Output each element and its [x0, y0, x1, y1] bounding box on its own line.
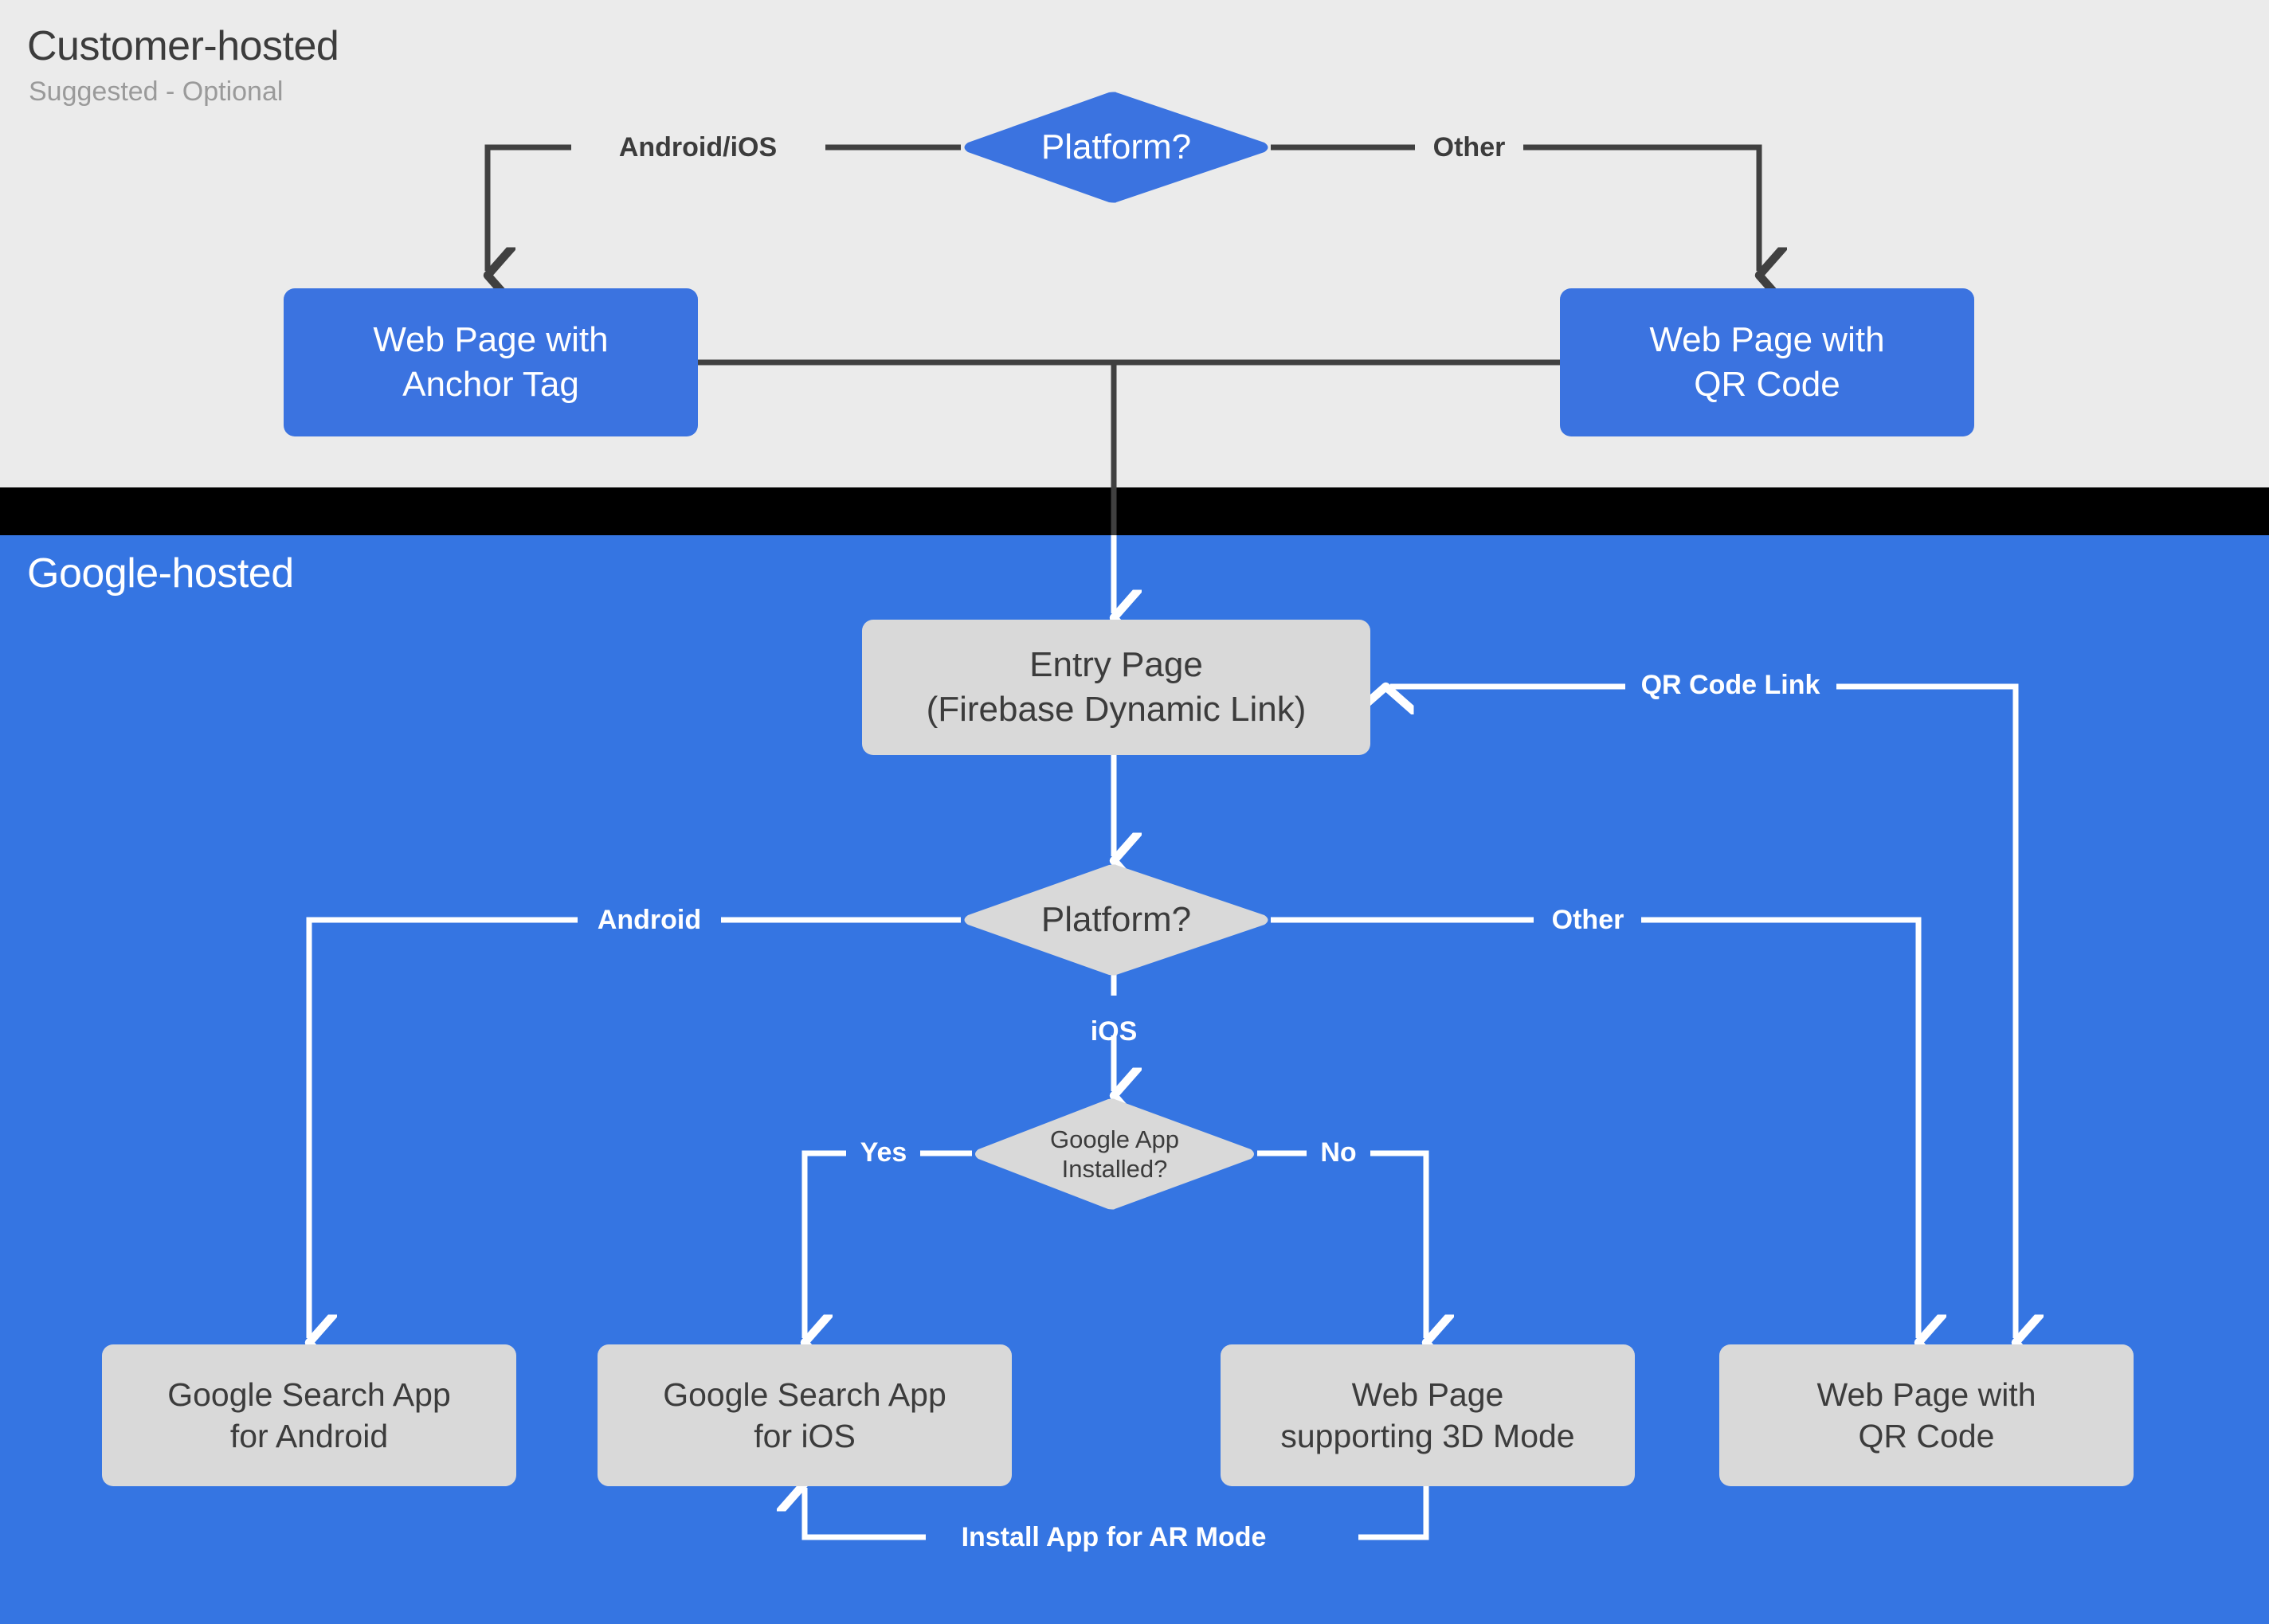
edge-installed-yes-left — [805, 1150, 846, 1338]
edge-label-other-top: Other — [1432, 132, 1506, 162]
node-google-search-app-ios[interactable]: Google Search App for iOS — [598, 1344, 1012, 1486]
edge-label-install-ar-mode: Install App for AR Mode — [961, 1522, 1267, 1552]
edge-label-other-bottom: Other — [1551, 905, 1624, 935]
customer-hosted-title: Customer-hosted — [27, 23, 339, 69]
node-web-page-anchor-tag[interactable]: Web Page with Anchor Tag — [284, 288, 698, 436]
node-platform-top-label: Platform? — [1040, 127, 1192, 166]
edge-platform-other-right — [1523, 144, 1759, 271]
edge-install-ar-left — [805, 1488, 926, 1540]
node-entry-page[interactable]: Entry Page (Firebase Dynamic Link) — [862, 620, 1370, 755]
diamond-shape — [964, 864, 1268, 976]
edge-label-android-ios: Android/iOS — [618, 132, 778, 162]
edge-platform-other2-right — [1641, 917, 1918, 1338]
edge-label-no: No — [1320, 1137, 1357, 1168]
node-web-page-qr-code-bottom[interactable]: Web Page with QR Code — [1719, 1344, 2134, 1486]
edge-qr-code-link-feed — [1836, 683, 2016, 1338]
section-divider — [0, 487, 2269, 535]
diamond-shape — [975, 1098, 1254, 1210]
edge-installed-no-right — [1370, 1150, 1426, 1338]
node-platform-top[interactable]: Platform? — [961, 88, 1272, 207]
diamond-shape — [964, 92, 1268, 203]
node-platform-bottom[interactable]: Platform? — [961, 860, 1272, 980]
edge-label-ios: iOS — [1090, 1016, 1138, 1047]
customer-hosted-subtitle: Suggested - Optional — [29, 76, 284, 107]
node-google-search-app-android[interactable]: Google Search App for Android — [102, 1344, 516, 1486]
edge-platform-androidios-left — [488, 144, 571, 271]
node-web-page-qr-code-top[interactable]: Web Page with QR Code — [1560, 288, 1974, 436]
node-google-app-installed[interactable]: Google App Installed? — [972, 1095, 1257, 1213]
node-web-page-3d-mode[interactable]: Web Page supporting 3D Mode — [1221, 1344, 1635, 1486]
edge-install-ar-right — [1358, 1486, 1429, 1540]
edge-label-android: Android — [597, 905, 702, 935]
node-platform-bottom-label: Platform? — [1040, 899, 1192, 939]
node-google-app-installed-label: Google App Installed? — [1049, 1125, 1180, 1183]
edge-label-yes: Yes — [860, 1137, 907, 1168]
edge-label-qr-code-link: QR Code Link — [1640, 670, 1820, 700]
google-hosted-title: Google-hosted — [27, 550, 294, 597]
edge-platform-android-left — [309, 917, 578, 1338]
